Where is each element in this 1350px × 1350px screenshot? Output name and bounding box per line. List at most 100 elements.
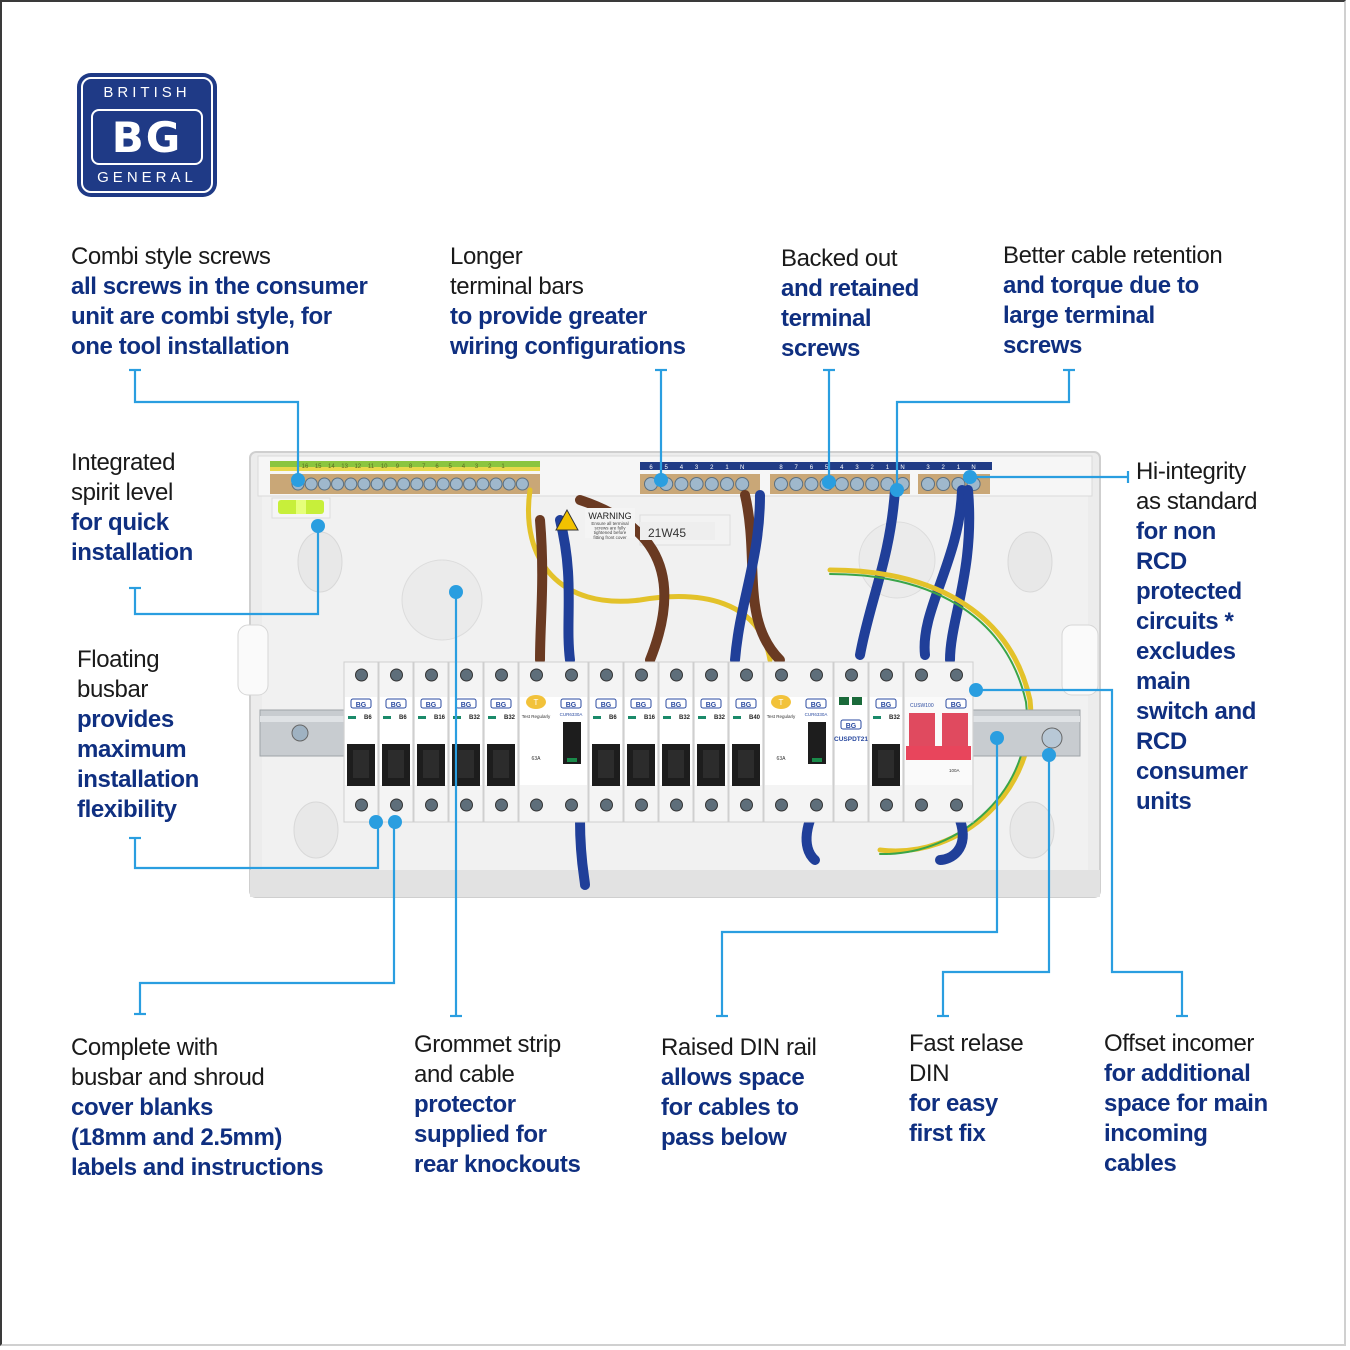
neutral-terminal-number: 4 — [840, 465, 844, 471]
callout-heading-line: Grommet strip — [414, 1031, 561, 1058]
mcb-rating: B32 — [714, 715, 726, 721]
callout-detail-line: flexibility — [77, 796, 177, 823]
earth-terminal-number: 11 — [368, 464, 375, 470]
callout-detail-line: protector — [414, 1091, 516, 1118]
callout-detail-line: all screws in the consumer — [71, 273, 368, 300]
mcb-toggle-lever — [388, 750, 404, 778]
terminal-screw — [915, 798, 928, 812]
terminal-screw — [436, 477, 450, 491]
terminal-screw — [915, 668, 928, 682]
terminal-screw — [344, 477, 358, 491]
spd-model-label: CUSPDT21 — [834, 736, 868, 743]
terminal-screw — [674, 477, 689, 491]
mcb-toggle-lever — [668, 750, 684, 778]
callout-detail-line: screws — [781, 335, 860, 362]
terminal-screw — [383, 477, 397, 491]
neutral-terminal-number: 5 — [665, 465, 669, 471]
earth-terminal-number: 4 — [462, 464, 466, 470]
bg-badge — [700, 698, 722, 709]
bg-badge — [420, 698, 442, 709]
terminal-screw — [880, 798, 893, 812]
terminal-screw — [775, 798, 788, 812]
terminal-screw — [600, 668, 613, 682]
bg-badge — [665, 698, 687, 709]
bg-badge — [875, 698, 897, 709]
terminal-screw — [804, 477, 819, 491]
callout-detail-line: RCD — [1136, 548, 1187, 575]
neutral-terminal-number: 3 — [926, 465, 930, 471]
callout-heading-line: busbar — [77, 676, 148, 703]
warning-body-line: screws are fully — [594, 526, 626, 531]
test-button — [771, 695, 791, 709]
spd-indicator — [839, 697, 849, 705]
callout-heading-line: Floating — [77, 646, 160, 673]
terminal-screw — [489, 477, 503, 491]
bg-badge-text: BG — [881, 702, 892, 709]
rcd-rating: 63A — [532, 756, 542, 762]
earth-terminal-number: 1 — [501, 464, 505, 470]
status-indicator — [383, 716, 391, 719]
earth-terminal-number: 8 — [409, 464, 413, 470]
bg-badge — [595, 698, 617, 709]
callout-detail-line: cables — [1104, 1150, 1177, 1177]
warning-title: WARNING — [588, 511, 631, 521]
terminal-screw — [515, 477, 529, 491]
bg-badge-text: BG — [391, 702, 402, 709]
terminal-screw — [355, 668, 368, 682]
callout-heading-line: terminal bars — [450, 273, 584, 300]
callout-detail-line: wiring configurations — [450, 333, 686, 360]
bg-badge-text: BG — [951, 702, 962, 709]
earth-terminal-number: 9 — [396, 464, 400, 470]
test-button-label: T — [534, 698, 539, 707]
callout-detail-line: to provide greater — [450, 303, 647, 330]
callout-detail-line: installation — [71, 539, 193, 566]
callout-detail-line: switch and — [1136, 698, 1257, 725]
earth-terminal-number: 13 — [341, 464, 348, 470]
switch-toggle-pole — [942, 713, 968, 747]
neutral-terminal-number: N — [900, 465, 904, 471]
terminal-screw — [950, 668, 963, 682]
bg-badge — [735, 698, 757, 709]
terminal-screw — [950, 798, 963, 812]
bg-badge — [840, 719, 862, 730]
terminal-screw — [865, 477, 880, 491]
callout-detail-line: pass below — [661, 1124, 787, 1151]
neutral-terminal-number: 4 — [680, 465, 684, 471]
callout-detail-line: (18mm and 2.5mm) — [71, 1124, 283, 1151]
mcb-rating: B6 — [364, 715, 372, 721]
bg-badge-text: BG — [601, 702, 612, 709]
terminal-screw — [834, 477, 849, 491]
terminal-screw — [921, 477, 935, 491]
status-indicator — [567, 758, 577, 762]
neutral-terminal-number: 1 — [957, 465, 961, 471]
british-general-logo: BRITISH BG GENERAL — [77, 73, 217, 197]
callout-detail-line: for quick — [71, 509, 169, 536]
callout-detail-line: for non — [1136, 518, 1216, 545]
neutral-terminal-number: 1 — [725, 465, 729, 471]
mcb-toggle-lever — [703, 750, 719, 778]
terminal-screw — [775, 668, 788, 682]
mcb-rating: B40 — [749, 715, 761, 721]
callout-detail-line: main — [1136, 668, 1191, 695]
status-indicator — [418, 716, 426, 719]
terminal-screw — [370, 477, 384, 491]
callout-detail-line: cover blanks — [71, 1094, 213, 1121]
neutral-terminal-number: 2 — [942, 465, 946, 471]
switch-toggle-pole — [909, 713, 935, 747]
callout-heading-line: Backed out — [781, 245, 898, 272]
callout-detail-line: screws — [1003, 332, 1082, 359]
